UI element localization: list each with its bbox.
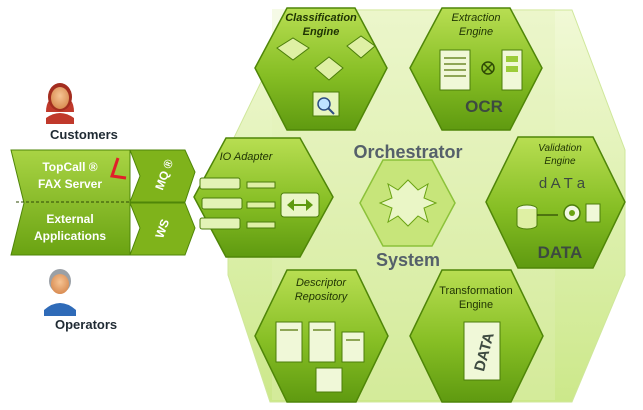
ocr-icon (439, 49, 523, 91)
customers-label: Customers (50, 127, 118, 142)
transformation-title-line1: Transformation (439, 285, 513, 297)
classification-engine-hexagon[interactable]: Classification Engine (254, 7, 388, 131)
database-icon (516, 204, 558, 230)
left-panel: TopCall ® FAX Server External Applicatio… (10, 149, 131, 256)
extraction-title-line1: Extraction (452, 12, 501, 24)
gear-icon (563, 203, 601, 223)
validation-data-label: DATA (538, 243, 583, 262)
orchestrator-system-center[interactable]: Orchestrator System (353, 142, 462, 270)
orchestrator-arrows-icon (378, 179, 438, 227)
external-line2: Applications (34, 229, 106, 243)
validation-scribble: d A T a (539, 175, 586, 192)
system-title: System (376, 250, 440, 270)
external-line1: External (46, 212, 93, 226)
validation-title-line2: Engine (544, 156, 576, 167)
ws-label: WS (152, 217, 172, 240)
operator-icon (44, 269, 76, 316)
magnifier-icon (312, 91, 340, 117)
topcall-line1: TopCall ® (42, 160, 97, 174)
io-adapter-title: IO Adapter (220, 151, 274, 163)
descriptor-title-line2: Repository (295, 291, 349, 303)
puzzle-icon (276, 35, 376, 81)
customer-icon (46, 83, 74, 124)
topcall-line2: FAX Server (38, 177, 102, 191)
extraction-title-line2: Engine (459, 26, 493, 38)
extraction-ocr-label: OCR (465, 97, 503, 116)
transformation-document-icon (463, 321, 501, 381)
validation-engine-hexagon[interactable]: Validation Engine d A T a DATA (485, 136, 626, 269)
classification-title-line2: Engine (303, 26, 340, 38)
operators-label: Operators (55, 317, 117, 332)
descriptor-title-line1: Descriptor (296, 277, 347, 289)
io-adapter-hexagon[interactable]: IO Adapter (193, 137, 334, 258)
transformation-title-line2: Engine (459, 299, 493, 311)
extraction-engine-hexagon[interactable]: Extraction Engine OCR (409, 7, 543, 131)
mq-connector[interactable]: MQ ® (129, 149, 196, 203)
descriptor-repository-hexagon[interactable]: Descriptor Repository (254, 269, 389, 403)
document-icon (275, 321, 365, 393)
transformation-engine-hexagon[interactable]: Transformation Engine DATA (409, 269, 544, 403)
ws-connector[interactable]: WS (129, 202, 196, 256)
orchestrator-title: Orchestrator (353, 142, 462, 162)
validation-title-line1: Validation (538, 143, 582, 154)
fax-icon (110, 157, 127, 180)
plug-icon (199, 177, 320, 230)
classification-title-line1: Classification (285, 12, 357, 24)
